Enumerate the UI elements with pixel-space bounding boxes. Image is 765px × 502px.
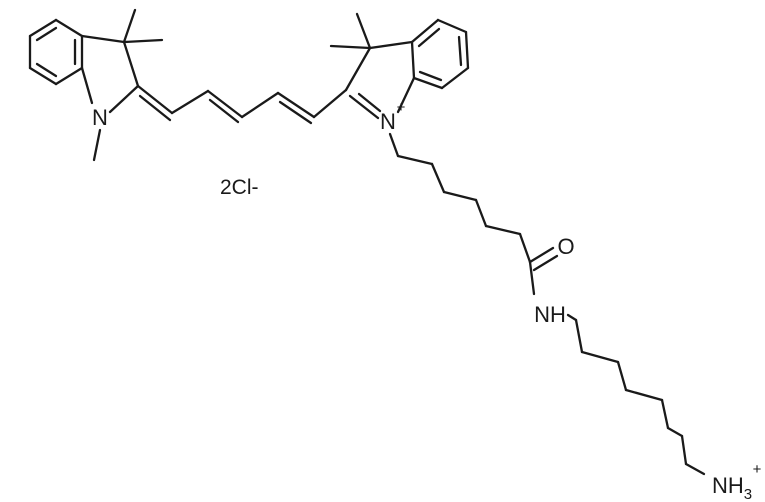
right-nitrogen-charge: + xyxy=(397,99,406,116)
right-gem-dimethyl xyxy=(329,12,372,50)
left-benzene-ring xyxy=(28,18,84,86)
hexanoyl-chain xyxy=(388,132,532,264)
right-five-membered-ring xyxy=(344,40,416,120)
left-gem-dimethyl xyxy=(122,8,164,44)
ammonium-charge: + xyxy=(753,461,762,478)
left-five-membered-ring xyxy=(80,34,140,114)
counterion-label: 2Cl- xyxy=(220,176,259,199)
amide-bond xyxy=(528,260,536,296)
amide-nh: NH xyxy=(534,302,566,327)
polymethine-chain xyxy=(136,84,348,125)
carbonyl-group xyxy=(528,246,559,272)
right-benzene-ring xyxy=(410,18,470,90)
left-n-methyl xyxy=(92,128,102,162)
terminal-ammonium: NH3 xyxy=(712,473,752,502)
hexyl-chain xyxy=(566,313,706,476)
right-nitrogen: N xyxy=(380,109,396,134)
left-nitrogen: N xyxy=(92,105,108,130)
carbonyl-oxygen: O xyxy=(557,234,574,259)
